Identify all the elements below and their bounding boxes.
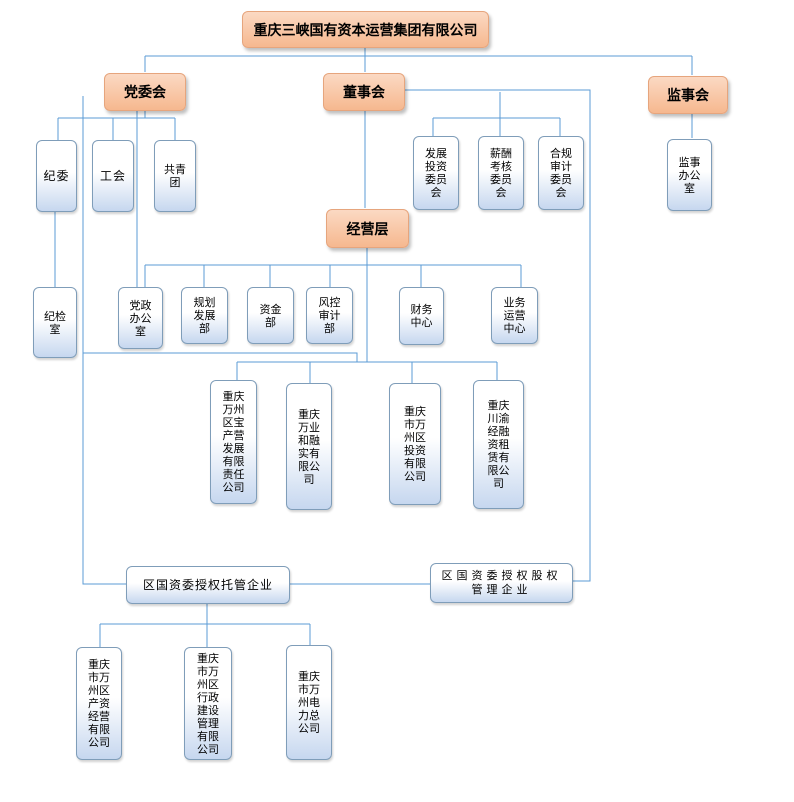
board-label: 董事会 (343, 85, 385, 101)
subsidiary-label: 重庆万业和融实有限公司 (298, 407, 320, 486)
discipline-committee-label: 纪委 (43, 168, 70, 183)
subsidiary-box[interactable]: 重庆万业和融实有限公司 (286, 383, 332, 510)
dept-party-admin-office-box[interactable]: 党政办公室 (118, 287, 163, 349)
party-committee-label: 党委会 (124, 85, 166, 101)
discipline-office-box[interactable]: 纪检室 (33, 287, 77, 358)
board-box[interactable]: 董事会 (323, 73, 405, 111)
discipline-office-label: 纪检室 (44, 309, 66, 336)
subsidiary-label: 重庆万州区宝产营发展有限责任公司 (222, 390, 245, 494)
party-committee-box[interactable]: 党委会 (104, 73, 186, 111)
entrusted-enterprise-label: 重庆市万州区产资经营有限公司 (88, 658, 110, 749)
entrusted-enterprise-label: 重庆市万州电力总公司 (298, 670, 320, 735)
root-company-box[interactable]: 重庆三峡国有资本运营集团有限公司 (242, 11, 489, 48)
labor-union-box[interactable]: 工会 (92, 140, 134, 212)
youth-league-box[interactable]: 共青团 (154, 140, 196, 212)
authorized-equity-enterprises-label: 区国资委授权股权管理企业 (441, 569, 562, 596)
management-box[interactable]: 经营层 (326, 209, 409, 248)
supervisors-label: 监事会 (667, 88, 709, 104)
entrusted-enterprise-box[interactable]: 重庆市万州电力总公司 (286, 645, 332, 760)
dept-label: 业务运营中心 (503, 296, 526, 335)
supervisors-office-label: 监事办公室 (678, 155, 701, 195)
dept-label: 规划发展部 (193, 296, 216, 335)
dept-finance-center-box[interactable]: 财务中心 (399, 287, 444, 345)
entrusted-enterprises-box[interactable]: 区国资委授权托管企业 (126, 566, 290, 604)
labor-union-label: 工会 (99, 168, 126, 183)
committee-label: 薪酬考核委员会 (490, 147, 512, 199)
supervisors-box[interactable]: 监事会 (648, 76, 728, 114)
committee-label: 发展投资委员会 (425, 147, 447, 199)
dept-funds-box[interactable]: 资金部 (247, 287, 294, 344)
committee-development-investment-box[interactable]: 发展投资委员会 (413, 136, 459, 210)
dept-label: 资金部 (259, 302, 282, 329)
subsidiary-label: 重庆市万州区投资有限公司 (404, 405, 426, 483)
entrusted-enterprise-box[interactable]: 重庆市万州区行政建设管理有限公司 (184, 647, 232, 760)
supervisors-office-box[interactable]: 监事办公室 (667, 139, 712, 211)
root-company-label: 重庆三峡国有资本运营集团有限公司 (253, 22, 478, 39)
dept-planning-development-box[interactable]: 规划发展部 (181, 287, 228, 344)
committee-label: 合规审计委员会 (550, 147, 572, 199)
entrusted-enterprise-label: 重庆市万州区行政建设管理有限公司 (197, 651, 219, 756)
subsidiary-label: 重庆川渝经融资租赁有限公司 (487, 399, 510, 490)
committee-compensation-box[interactable]: 薪酬考核委员会 (478, 136, 524, 210)
entrusted-enterprises-label: 区国资委授权托管企业 (142, 577, 273, 592)
youth-league-label: 共青团 (164, 163, 186, 189)
dept-label: 党政办公室 (129, 298, 152, 338)
management-label: 经营层 (346, 221, 389, 238)
dept-label: 财务中心 (410, 303, 433, 329)
committee-compliance-audit-box[interactable]: 合规审计委员会 (538, 136, 584, 210)
entrusted-enterprise-box[interactable]: 重庆市万州区产资经营有限公司 (76, 647, 122, 760)
subsidiary-box[interactable]: 重庆市万州区投资有限公司 (389, 383, 441, 505)
dept-risk-audit-box[interactable]: 风控审计部 (306, 287, 353, 344)
discipline-committee-box[interactable]: 纪委 (36, 140, 77, 212)
authorized-equity-enterprises-box[interactable]: 区国资委授权股权管理企业 (430, 563, 573, 603)
dept-label: 风控审计部 (318, 296, 341, 335)
subsidiary-box[interactable]: 重庆川渝经融资租赁有限公司 (473, 380, 524, 509)
subsidiary-box[interactable]: 重庆万州区宝产营发展有限责任公司 (210, 380, 257, 504)
dept-business-operations-box[interactable]: 业务运营中心 (491, 287, 538, 344)
